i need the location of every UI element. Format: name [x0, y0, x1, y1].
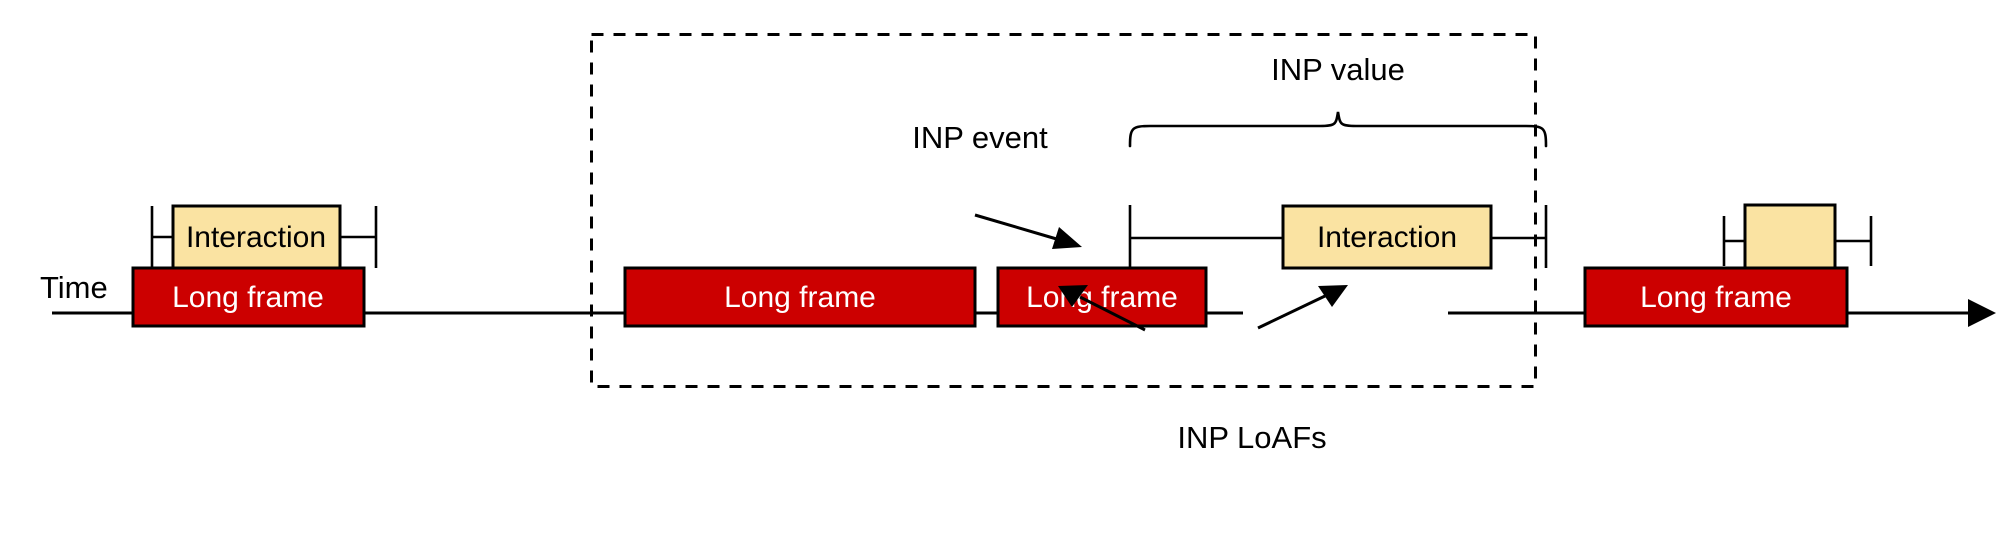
inp-loafs-arrow-right-head — [1318, 285, 1348, 307]
long-frame-4-box[interactable] — [1583, 266, 1849, 328]
inp-window-dashed-box — [590, 33, 1537, 388]
inp-loafs-arrow-left-line — [1079, 295, 1146, 332]
inp-event-arrow — [974, 213, 1082, 249]
inp-loafs-label: INP LoAFs — [1177, 420, 1326, 455]
inp-value-brace — [1128, 111, 1548, 148]
long-frame-2-label: Long frame — [724, 281, 876, 314]
inp-loafs-arrow-left-head — [1058, 285, 1088, 307]
segment-middle: INP value INP event Interaction Long fra… — [623, 52, 1548, 455]
segment-left: Interaction Long frame — [131, 204, 378, 328]
inp-value-brace-path — [1128, 111, 1548, 148]
interaction-3-ticks — [1722, 216, 1873, 266]
interaction-1-label: Interaction — [186, 221, 326, 254]
time-axis-arrowhead — [1968, 299, 1996, 327]
inp-value-label: INP value — [1271, 52, 1405, 87]
long-frame-1-box[interactable] — [131, 266, 366, 328]
interaction-1-ticks — [150, 206, 378, 268]
interaction-2-ticks — [1128, 205, 1548, 268]
inp-event-arrow-line — [974, 213, 1061, 242]
inp-event-arrowhead — [1052, 227, 1082, 249]
inp-loafs-arrows — [1058, 285, 1348, 332]
interaction-2-box[interactable] — [1281, 204, 1493, 270]
interaction-2-label: Interaction — [1317, 221, 1457, 254]
time-axis-label: Time — [40, 270, 108, 305]
inp-event-label: INP event — [912, 120, 1048, 155]
segment-right: Long frame — [1583, 203, 1873, 328]
inp-loafs-arrow-right-line — [1257, 294, 1326, 330]
long-frame-3-box[interactable] — [996, 266, 1208, 328]
interaction-1-box[interactable] — [171, 204, 342, 270]
long-frame-1-label: Long frame — [172, 281, 324, 314]
long-frame-4-label: Long frame — [1640, 281, 1792, 314]
long-frame-2-box[interactable] — [623, 266, 977, 328]
interaction-3-box[interactable] — [1743, 203, 1837, 270]
